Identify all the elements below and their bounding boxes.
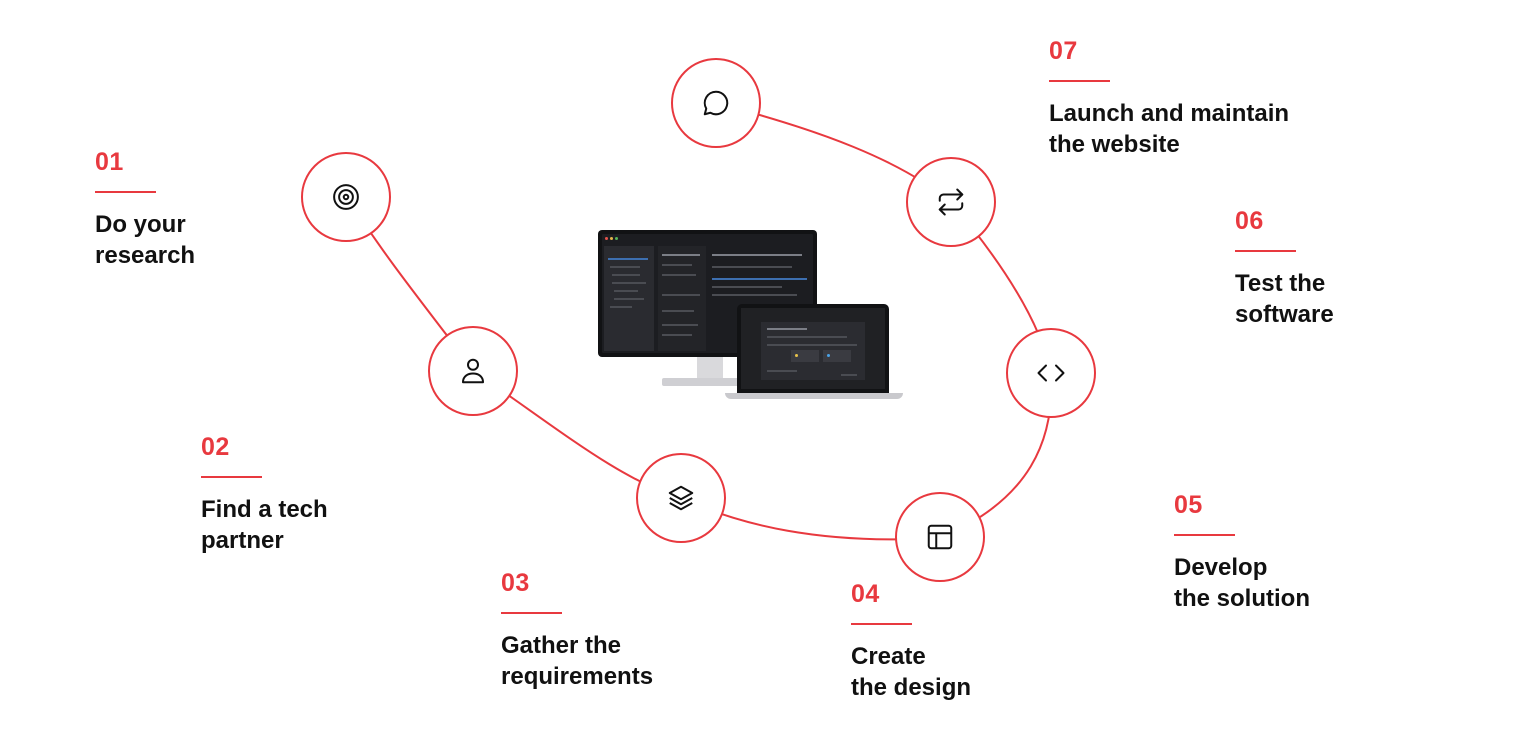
- step-number: 02: [201, 433, 230, 461]
- monitor-screen: [602, 234, 813, 353]
- step-divider: [95, 191, 156, 193]
- step-divider: [501, 612, 562, 614]
- step-number: 07: [1049, 37, 1078, 65]
- layout-icon: [927, 524, 953, 550]
- step-05-node: [1006, 328, 1096, 418]
- monitor-stand: [697, 357, 723, 379]
- step-02-label: 02 Find a tech partner: [201, 433, 501, 556]
- step-divider: [201, 476, 262, 478]
- repeat-icon: [938, 188, 964, 216]
- monitor-base: [662, 378, 758, 386]
- layers-icon: [668, 485, 694, 511]
- step-05-label: 05 Develop the solution: [1174, 491, 1474, 614]
- step-divider: [851, 623, 912, 625]
- step-title: Find a tech partner: [201, 496, 328, 554]
- laptop-base: [725, 393, 903, 399]
- step-06-label: 06 Test the software: [1235, 207, 1535, 330]
- step-title: Create the design: [851, 643, 972, 701]
- step-01-label: 01 Do your research: [95, 148, 395, 271]
- step-title: Develop the solution: [1174, 554, 1310, 612]
- step-03-node: [636, 453, 726, 543]
- laptop-screen: [741, 308, 885, 389]
- step-04-label: 04 Create the design: [851, 580, 1151, 703]
- desktop-monitor-illustration: [598, 230, 817, 357]
- laptop-illustration: [737, 304, 889, 393]
- step-number: 03: [501, 569, 530, 597]
- step-07-label: 07 Launch and maintain the website: [1049, 37, 1349, 160]
- step-divider: [1235, 250, 1296, 252]
- step-number: 06: [1235, 207, 1264, 235]
- target-icon: [333, 184, 359, 210]
- step-title: Test the software: [1235, 270, 1334, 328]
- step-number: 01: [95, 148, 124, 176]
- step-01-node: [301, 152, 391, 242]
- step-divider: [1174, 534, 1235, 536]
- step-number: 04: [851, 580, 880, 608]
- chat-bubble-icon: [703, 90, 729, 116]
- step-divider: [1049, 80, 1110, 82]
- step-07-node: [671, 58, 761, 148]
- step-title: Gather the requirements: [501, 632, 654, 690]
- step-06-node: [906, 157, 996, 247]
- step-number: 05: [1174, 491, 1203, 519]
- user-icon: [462, 358, 484, 384]
- step-title: Do your research: [95, 211, 196, 269]
- step-04-node: [895, 492, 985, 582]
- step-03-label: 03 Gather the requirements: [501, 569, 801, 692]
- step-02-node: [428, 326, 518, 416]
- step-title: Launch and maintain the website: [1049, 100, 1290, 158]
- code-icon: [1037, 364, 1065, 382]
